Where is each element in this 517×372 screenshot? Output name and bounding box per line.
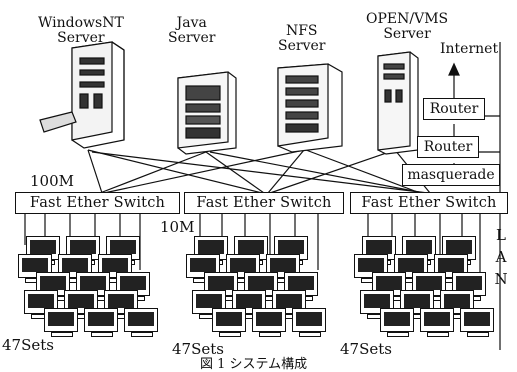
router-top: Router	[423, 98, 485, 120]
lan-label: L A N	[490, 224, 512, 290]
workstation-icon	[44, 308, 78, 332]
switch-1: Fast Ether Switch	[15, 192, 180, 214]
workstation-icon	[380, 308, 414, 332]
client-count-2: 47Sets	[172, 342, 224, 358]
workstation-icon	[84, 308, 118, 332]
masquerade-box: masquerade	[402, 164, 500, 186]
workstation-icon	[292, 308, 326, 332]
backbone-speed-label: 100M	[30, 174, 74, 190]
workstation-icon	[124, 308, 158, 332]
windowsnt-server-icon	[40, 42, 124, 148]
client-count-1: 47Sets	[2, 338, 54, 354]
figure-caption: 図 1 システム構成	[200, 358, 307, 372]
openvms-server-icon	[378, 52, 418, 154]
internet-label: Internet	[440, 42, 498, 57]
client-count-3: 47Sets	[340, 342, 392, 358]
switch-2: Fast Ether Switch	[184, 192, 344, 214]
java-server-icon	[178, 72, 236, 154]
workstation-icon	[212, 308, 246, 332]
switch-3: Fast Ether Switch	[350, 192, 508, 214]
client-speed-label: 10M	[160, 220, 194, 236]
workstation-icon	[420, 308, 454, 332]
workstation-icon	[460, 308, 494, 332]
router-bottom: Router	[417, 136, 479, 158]
workstation-icon	[252, 308, 286, 332]
nfs-server-icon	[278, 64, 342, 152]
